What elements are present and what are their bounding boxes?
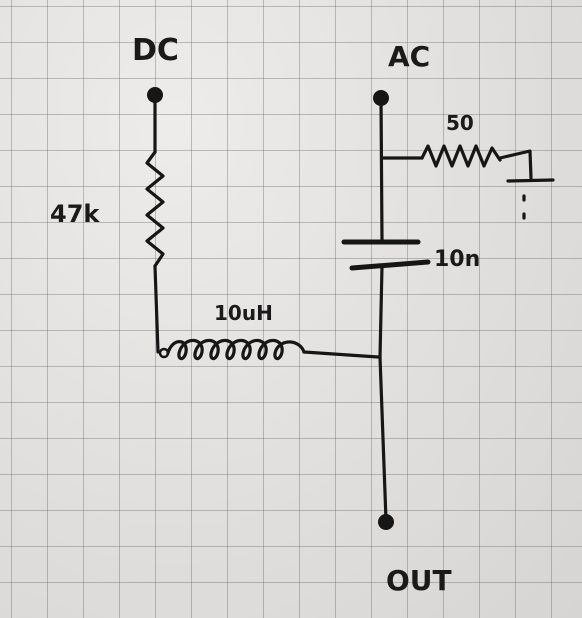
resistor-50-wire [498,149,533,180]
out-label: OUT [386,564,452,597]
dc-label: DC [132,33,179,68]
dc-wire-bottom [153,264,160,354]
ac-wire [379,96,384,242]
ground-symbol [506,178,555,183]
capacitor-bottom-plate [349,259,431,271]
ac-label: AC [388,40,430,73]
resistor-47k-label: 47k [50,200,100,228]
capacitor-label: 10n [434,247,480,272]
cap-to-junction-wire [378,264,384,359]
output-wire [378,355,388,522]
resistor-50-label: 50 [446,111,474,135]
resistor-50 [420,144,502,168]
inductor-label: 10uH [214,301,273,325]
inductor-10uh [166,338,306,361]
out-terminal-dot [378,514,394,530]
resistor-47k [145,150,165,268]
inductor-wire [302,350,380,359]
